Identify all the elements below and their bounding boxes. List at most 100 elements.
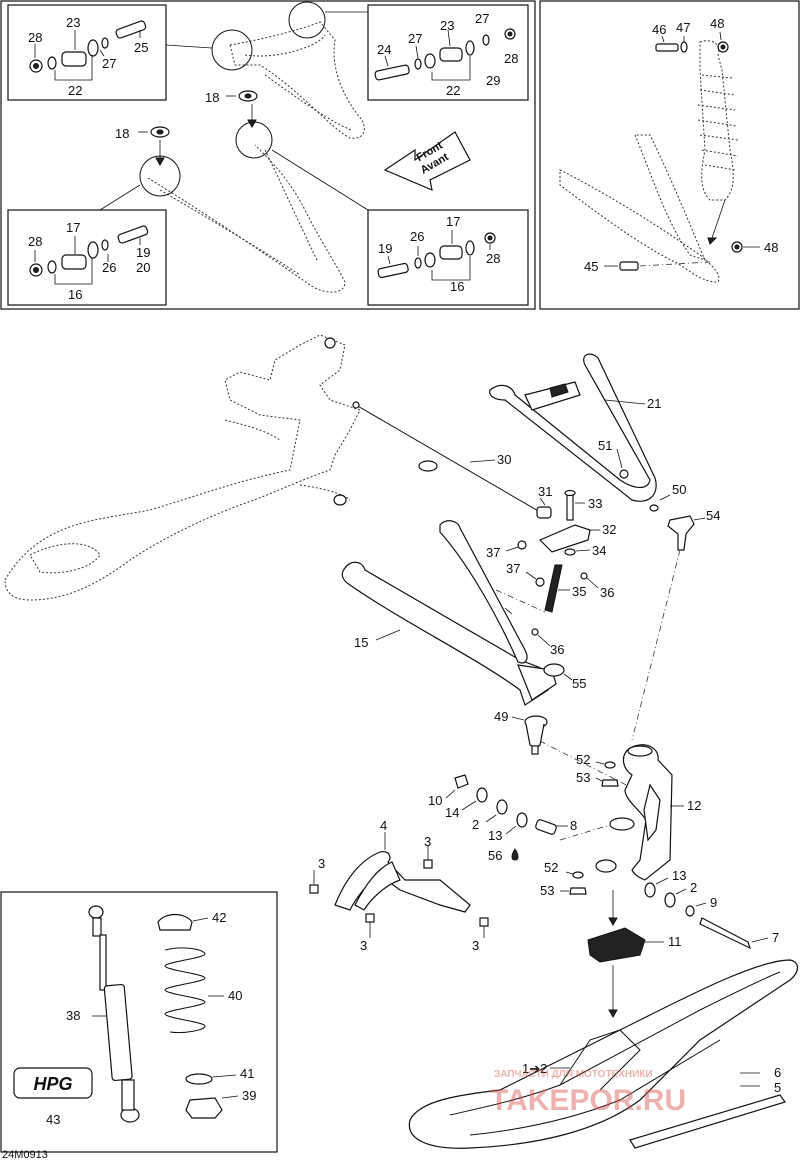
bushing-kit-b (374, 28, 516, 81)
ski-1 (408, 959, 799, 1149)
callout-1-to-2: 1➔2 (522, 1061, 547, 1076)
callout-23: 23 (440, 18, 454, 33)
callout-26: 26 (102, 260, 116, 275)
callout-36: 36 (600, 585, 614, 600)
callout-27: 27 (102, 56, 116, 71)
hpg-logo-text: HPG (33, 1074, 72, 1094)
bushing-kit-c (29, 225, 149, 285)
callout-22: 22 (446, 83, 460, 98)
callout-8: 8 (570, 818, 577, 833)
callout-40: 40 (228, 988, 242, 1003)
pivot-highlight-circle (235, 121, 273, 159)
shock-absorber-outline (697, 40, 739, 201)
link-35 (544, 564, 599, 613)
pivot-highlight-circle (288, 1, 326, 39)
callout-3: 3 (318, 856, 325, 871)
callout-54: 54 (706, 508, 720, 523)
spring-seat-39 (185, 1095, 239, 1119)
coil-spring-40 (164, 947, 224, 1033)
callout-48: 48 (764, 240, 778, 255)
rear-a-arm-outline (559, 134, 726, 283)
washer-18-lower (138, 126, 170, 167)
callout-42: 42 (212, 910, 226, 925)
watermark: ЗАПЧАСТИ ДЛЯ МОТОТЕХНИКИ TAKEPOR.RU (490, 1069, 686, 1117)
callout-28: 28 (28, 30, 42, 45)
callout-2: 2 (690, 880, 697, 895)
spring-retainer-42 (157, 913, 209, 931)
callout-49: 49 (494, 709, 508, 724)
callout-34: 34 (592, 543, 606, 558)
callout-13: 13 (488, 828, 502, 843)
callout-37: 37 (486, 545, 500, 560)
chassis-outline (4, 334, 438, 601)
callout-53: 53 (576, 770, 590, 785)
callout-17: 17 (446, 214, 460, 229)
callout-9: 9 (710, 895, 717, 910)
callout-46: 46 (652, 22, 666, 37)
callout-3: 3 (472, 938, 479, 953)
upper-a-arm-21 (489, 353, 657, 502)
rear-view-shock-panel: 46 47 48 48 45 (539, 0, 800, 310)
pivot-highlight-circle (211, 29, 253, 71)
spindle-12 (595, 744, 684, 881)
upper-arm-bushing-panel: 28 23 25 27 22 23 27 27 24 28 29 22 (0, 0, 536, 310)
callout-6: 6 (774, 1065, 781, 1080)
callout-21: 21 (647, 396, 661, 411)
callout-37: 37 (506, 561, 520, 576)
shock-absorber-panel: 38 42 40 41 39 HPG 43 (0, 891, 278, 1153)
washers-37 (505, 540, 545, 587)
ski-rubber-11 (587, 890, 664, 1019)
lower-a-arm-15 (341, 520, 573, 706)
callout-52: 52 (576, 752, 590, 767)
callout-18: 18 (205, 90, 219, 105)
front-direction-arrow: Front Avant (383, 131, 471, 191)
callout-3: 3 (360, 938, 367, 953)
drawing-code: 24M0913 (2, 1149, 48, 1161)
grease-fitting-52-53-lower (560, 871, 587, 895)
callout-2: 2 (472, 817, 479, 832)
callout-19: 19 (136, 245, 150, 260)
callout-5: 5 (774, 1080, 781, 1095)
callout-29: 29 (486, 73, 500, 88)
callout-56: 56 (488, 848, 502, 863)
callout-53: 53 (540, 883, 554, 898)
callout-38: 38 (66, 1008, 80, 1023)
ski-stopper-bracket-4 (309, 832, 489, 938)
callout-19: 19 (378, 241, 392, 256)
callout-25: 25 (134, 40, 148, 55)
callout-28: 28 (28, 234, 42, 249)
shock-absorber-38 (88, 905, 140, 1123)
washer-18-upper (226, 90, 258, 129)
callout-14: 14 (445, 805, 459, 820)
callout-41: 41 (240, 1066, 254, 1081)
callout-18: 18 (115, 126, 129, 141)
callout-30: 30 (497, 452, 511, 467)
spindle-bolt-stack (644, 877, 769, 950)
callout-45: 45 (584, 259, 598, 274)
callout-7: 7 (772, 930, 779, 945)
callout-3: 3 (424, 834, 431, 849)
panel-frame-top-left (0, 0, 536, 310)
callout-23: 23 (66, 15, 80, 30)
callout-16: 16 (68, 287, 82, 302)
callout-51: 51 (598, 438, 612, 453)
panel-frame-bottom-left (0, 891, 278, 1153)
callout-11: 11 (668, 934, 682, 949)
callout-47: 47 (676, 20, 690, 35)
assembly-alignment-lines (495, 549, 681, 841)
callout-20: 20 (136, 260, 150, 275)
callout-4: 4 (380, 818, 387, 833)
callout-16: 16 (450, 279, 464, 294)
callout-22: 22 (68, 83, 82, 98)
callout-31: 31 (538, 484, 552, 499)
bushing-kit-d (377, 230, 496, 281)
callout-52: 52 (544, 860, 558, 875)
ball-joint-54 (649, 494, 706, 551)
callout-36: 36 (550, 642, 564, 657)
callout-17: 17 (66, 220, 80, 235)
hpg-logo: HPG (13, 1067, 93, 1099)
shock-lower-hardware (604, 241, 760, 271)
inset-box-a (7, 4, 167, 101)
spring-clip-41 (185, 1073, 237, 1085)
